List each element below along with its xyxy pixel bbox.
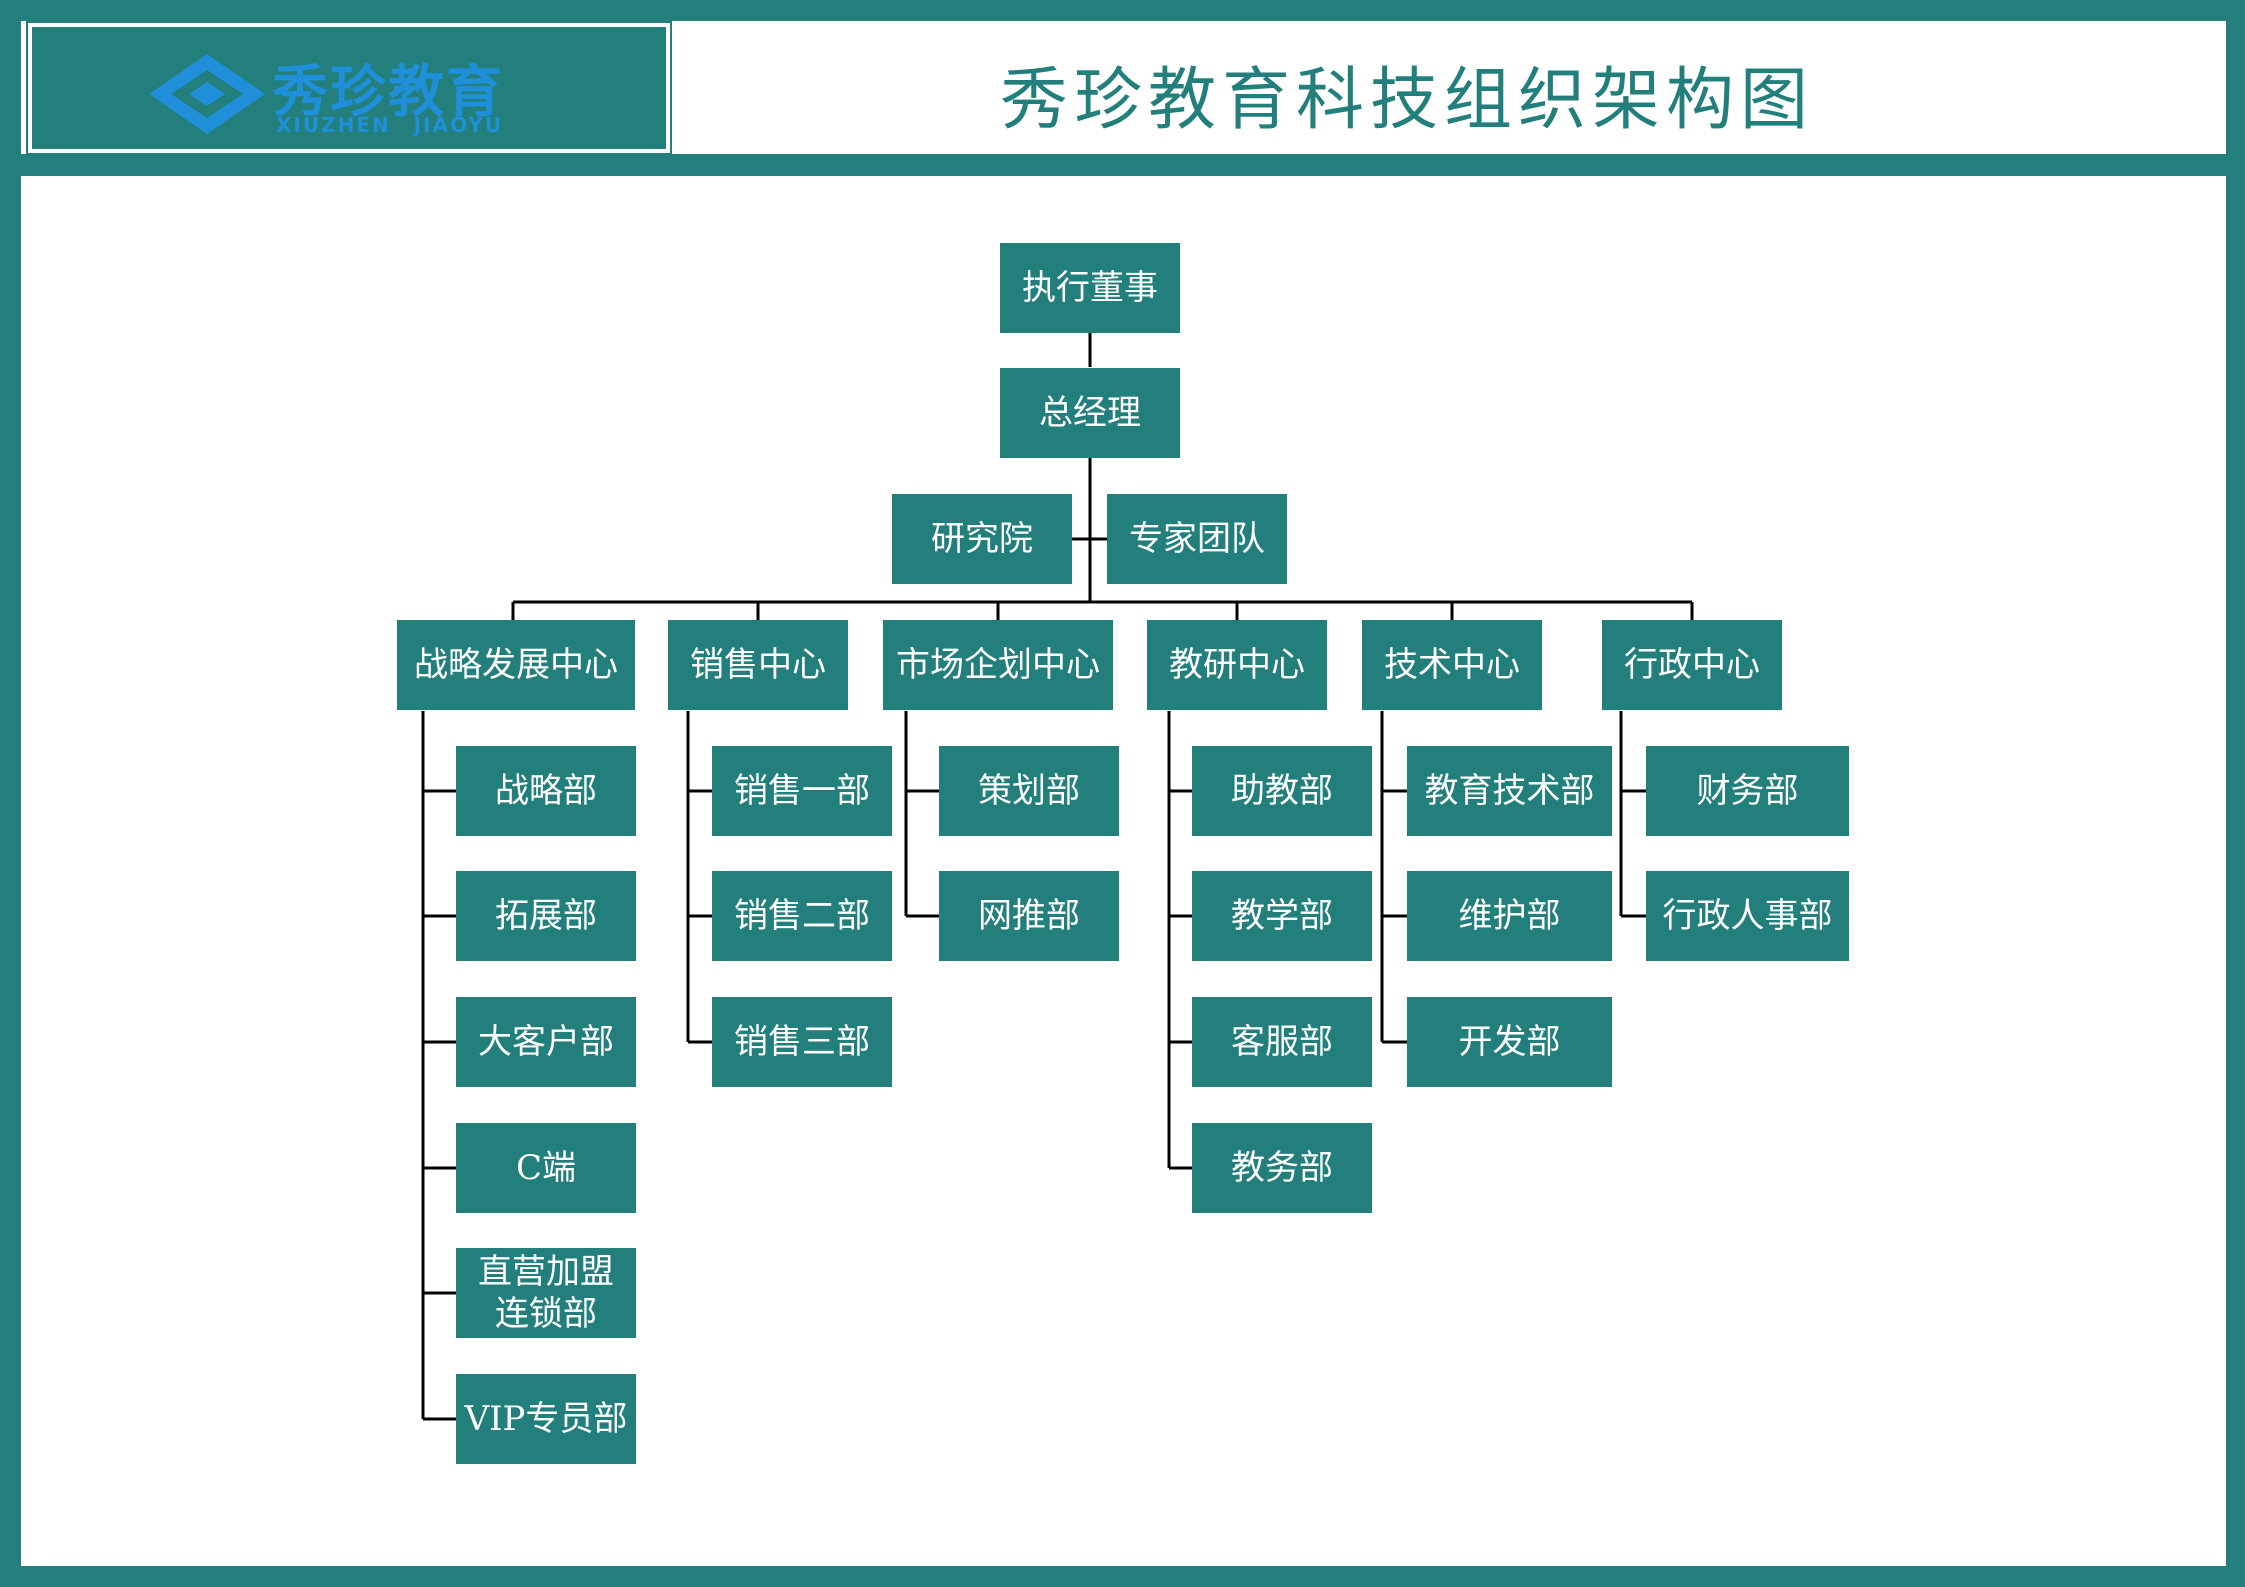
node-center-technology: 技术中心	[1362, 620, 1542, 710]
node-dept: 客服部	[1192, 997, 1372, 1087]
node-dept: 销售二部	[712, 871, 892, 961]
node-center-administration: 行政中心	[1602, 620, 1782, 710]
node-dept: C端	[456, 1123, 636, 1213]
node-dept: 维护部	[1407, 871, 1612, 961]
node-dept: 教务部	[1192, 1123, 1372, 1213]
page-title: 秀珍教育科技组织架构图	[1000, 61, 1815, 140]
node-research-institute: 研究院	[892, 494, 1072, 584]
node-dept: 战略部	[456, 746, 636, 836]
node-dept: 大客户部	[456, 997, 636, 1087]
node-dept: 网推部	[939, 871, 1119, 961]
node-center-sales: 销售中心	[668, 620, 848, 710]
node-dept: 教育技术部	[1407, 746, 1612, 836]
node-expert-team: 专家团队	[1107, 494, 1287, 584]
node-dept: 财务部	[1646, 746, 1849, 836]
logo: 秀珍教育 XIUZHEN JIAOYU	[26, 21, 672, 155]
node-executive: 执行董事	[1000, 243, 1180, 333]
node-dept: 拓展部	[456, 871, 636, 961]
node-dept: 开发部	[1407, 997, 1612, 1087]
logo-subtext: XIUZHEN JIAOYU	[276, 113, 504, 137]
node-center-strategy: 战略发展中心	[397, 620, 635, 710]
node-dept: 助教部	[1192, 746, 1372, 836]
logo-diamond-icon	[149, 54, 265, 134]
node-dept: VIP专员部	[456, 1374, 636, 1464]
node-center-teaching-research: 教研中心	[1147, 620, 1327, 710]
node-dept: 策划部	[939, 746, 1119, 836]
node-dept: 行政人事部	[1646, 871, 1849, 961]
node-dept: 销售一部	[712, 746, 892, 836]
logo-text: 秀珍教育	[272, 60, 504, 125]
node-dept: 教学部	[1192, 871, 1372, 961]
node-general-manager: 总经理	[1000, 368, 1180, 458]
node-center-marketing: 市场企划中心	[883, 620, 1113, 710]
node-dept: 销售三部	[712, 997, 892, 1087]
node-dept: 直营加盟连锁部	[456, 1248, 636, 1338]
